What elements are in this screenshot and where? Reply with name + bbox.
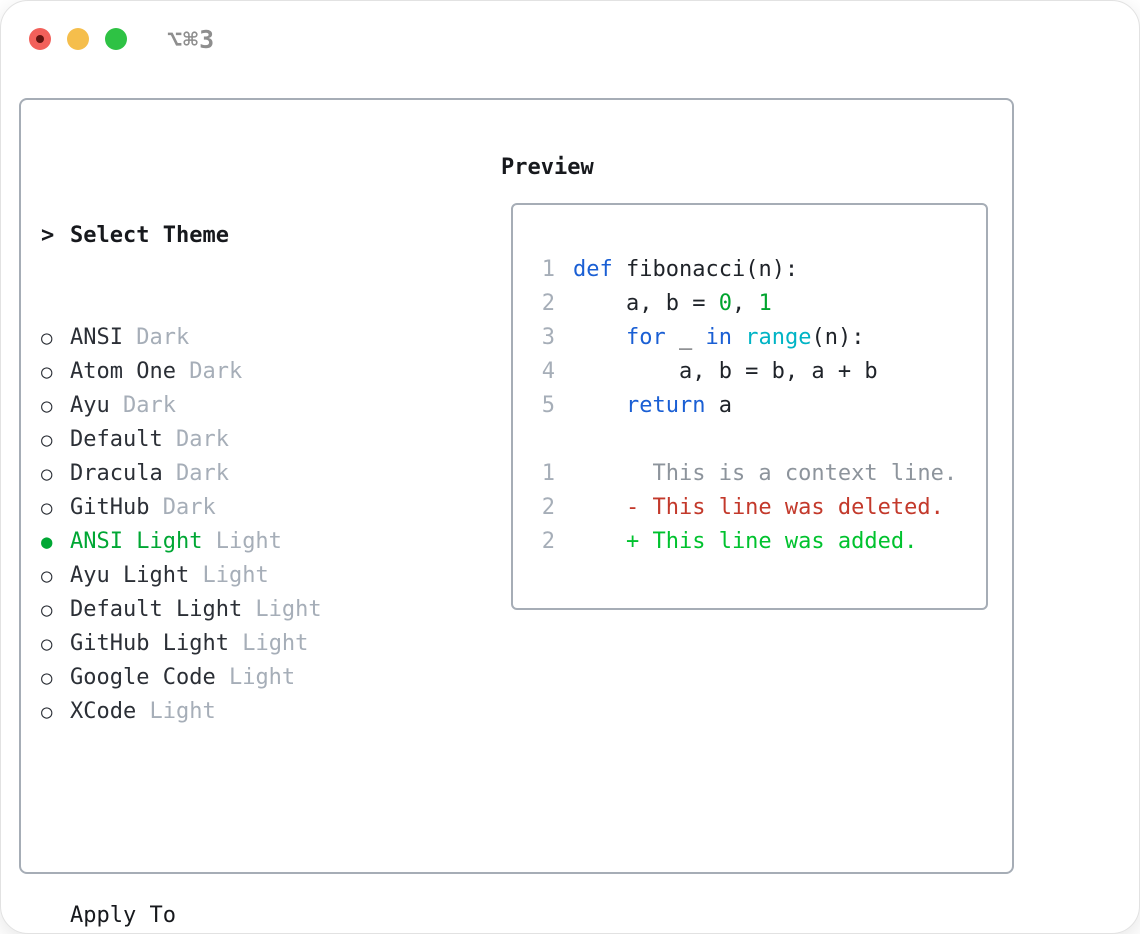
theme-option[interactable]: ○ Atom One Dark <box>41 355 461 389</box>
theme-option[interactable]: ○ XCode Light <box>41 695 461 729</box>
theme-name: Default <box>70 427 163 452</box>
theme-variant-tag: Dark <box>175 359 243 384</box>
line-number: 4 <box>541 359 555 384</box>
radio-unselected-icon: ○ <box>41 327 53 349</box>
radio-selected-icon: ● <box>41 531 53 553</box>
theme-name: ANSI Light <box>70 529 203 554</box>
spacer <box>41 797 461 831</box>
radio-unselected-icon: ○ <box>41 667 53 689</box>
theme-name: Default Light <box>70 597 243 622</box>
code-line: 5 return a <box>541 389 957 423</box>
theme-variant-tag: Light <box>136 699 216 724</box>
radio-unselected-icon: ○ <box>41 463 53 485</box>
code-line: 4 a, b = b, a + b <box>541 355 957 389</box>
code-text: for _ in range(n): <box>625 325 865 350</box>
diff-text: + This line was added. <box>573 529 918 554</box>
diff-text: - This line was deleted. <box>573 495 944 520</box>
code-line: 1 def fibonacci(n): <box>541 253 957 287</box>
apply-to-heading: Apply To <box>41 899 461 933</box>
unsaved-indicator-icon <box>36 35 44 43</box>
theme-variant-tag: Dark <box>122 325 190 350</box>
theme-variant-tag: Dark <box>162 461 229 486</box>
select-theme-heading-label: Select Theme <box>70 223 229 248</box>
minimize-button[interactable] <box>67 28 89 50</box>
close-button[interactable] <box>29 28 51 50</box>
theme-option[interactable]: ○ GitHub Dark <box>41 491 461 525</box>
theme-name: GitHub Light <box>70 631 229 656</box>
line-number: 1 <box>541 257 555 282</box>
radio-unselected-icon: ○ <box>41 429 53 451</box>
radio-unselected-icon: ○ <box>41 565 53 587</box>
theme-name: GitHub <box>70 495 150 520</box>
theme-option[interactable]: ○ Ayu Dark <box>41 389 461 423</box>
diff-line: 2 - This line was deleted. <box>541 491 957 525</box>
theme-name: Ayu Light <box>70 563 190 588</box>
preview-heading: Preview <box>501 155 594 180</box>
theme-variant-tag: Light <box>202 529 282 554</box>
theme-name: Ayu <box>70 393 110 418</box>
theme-option[interactable]: ○ Default Light Light <box>41 593 461 627</box>
theme-option[interactable]: ○ GitHub Light Light <box>41 627 461 661</box>
radio-unselected-icon: ○ <box>41 361 53 383</box>
code-line: 3 for _ in range(n): <box>541 321 957 355</box>
theme-variant-tag: Dark <box>109 393 176 418</box>
window-title: ⌥⌘3 <box>167 24 216 54</box>
theme-variant-tag: Dark <box>149 495 216 520</box>
code-line: 2 a, b = 0, 1 <box>541 287 957 321</box>
radio-unselected-icon: ○ <box>41 701 53 723</box>
line-number: 2 <box>541 291 555 316</box>
line-number: 5 <box>541 393 555 418</box>
theme-option[interactable]: ○ Dracula Dark <box>41 457 461 491</box>
theme-name: Dracula <box>70 461 163 486</box>
code-text: def fibonacci(n): <box>573 257 799 282</box>
radio-unselected-icon: ○ <box>41 633 53 655</box>
apply-to-heading-label: Apply To <box>70 903 176 928</box>
code-text: return a <box>625 393 732 418</box>
window-titlebar: ⌥⌘3 <box>29 24 216 54</box>
code-text: a, b = b, a + b <box>573 359 878 384</box>
diff-lines: 1 This is a context line.2 - This line w… <box>541 457 957 559</box>
theme-name: Atom One <box>70 359 176 384</box>
line-number: 2 <box>541 529 555 554</box>
diff-line: 1 This is a context line. <box>541 457 957 491</box>
theme-picker-panel: > Select Theme ○ ANSI Dark ○ Atom One Dark ○ A… <box>41 151 461 933</box>
theme-variant-tag: Light <box>228 631 309 656</box>
select-theme-heading: > Select Theme <box>41 219 461 253</box>
theme-variant-tag: Light <box>242 597 322 622</box>
theme-name: XCode <box>70 699 137 724</box>
theme-option[interactable]: ○ Ayu Light Light <box>41 559 461 593</box>
theme-option[interactable]: ○ Default Dark <box>41 423 461 457</box>
theme-option[interactable]: ○ ANSI Dark <box>41 321 461 355</box>
theme-list: ○ ANSI Dark ○ Atom One Dark ○ Ayu Dark ○ Defaul… <box>41 321 461 729</box>
line-number: 3 <box>541 325 555 350</box>
code-text: a, b = 0, 1 <box>573 291 772 316</box>
theme-dialog: > Select Theme ○ ANSI Dark ○ Atom One Dark ○ A… <box>19 98 1014 928</box>
radio-unselected-icon: ○ <box>41 395 53 417</box>
theme-variant-tag: Light <box>189 563 269 588</box>
theme-variant-tag: Dark <box>162 427 229 452</box>
theme-option[interactable]: ● ANSI Light Light <box>41 525 461 559</box>
theme-option[interactable]: ○ Google Code Light <box>41 661 461 695</box>
blank-line <box>541 423 957 457</box>
line-number: 1 <box>541 461 555 486</box>
diff-text: This is a context line. <box>573 461 958 486</box>
prompt-caret-icon: > <box>41 223 55 248</box>
radio-unselected-icon: ○ <box>41 599 53 621</box>
diff-line: 2 + This line was added. <box>541 525 957 559</box>
zoom-button[interactable] <box>105 28 127 50</box>
theme-name: Google Code <box>70 665 216 690</box>
theme-name: ANSI <box>70 325 123 350</box>
theme-variant-tag: Light <box>215 665 296 690</box>
line-number: 2 <box>541 495 555 520</box>
radio-unselected-icon: ○ <box>41 497 53 519</box>
